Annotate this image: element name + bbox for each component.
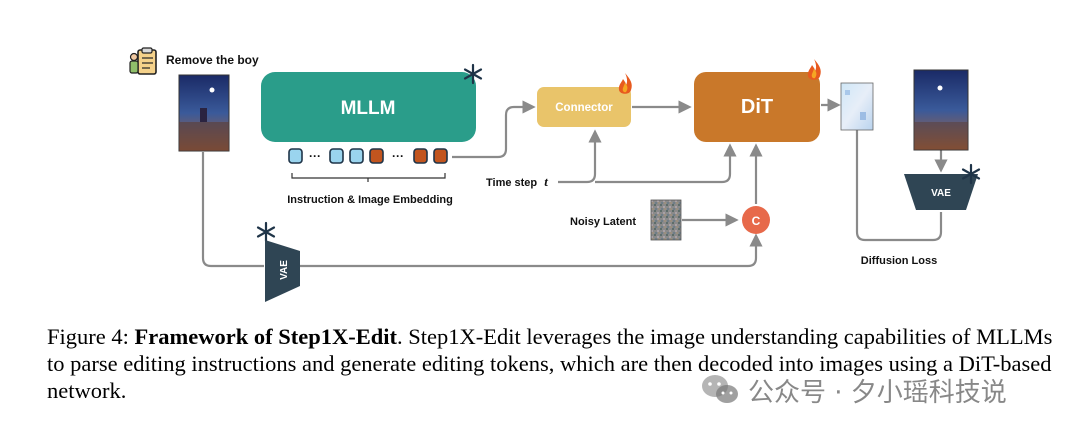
- diffusion-loss-label: Diffusion Loss: [861, 255, 937, 267]
- noisy-latent-image: [650, 199, 682, 241]
- concat-node: [742, 206, 770, 234]
- embedding-brace: [291, 173, 446, 179]
- time-step-text: Time step: [486, 177, 537, 189]
- embedding-label: Instruction & Image Embedding: [287, 194, 453, 206]
- dit-block: [694, 72, 820, 142]
- flame-icon: [618, 73, 632, 94]
- framework-diagram: Remove the boy MLLM ··· ··· Instruction …: [129, 47, 981, 302]
- noisy-latent-label: Noisy Latent: [570, 216, 636, 228]
- wechat-icon: [702, 375, 738, 403]
- watermark-text: 公众号 · 夕小瑶科技说: [748, 377, 1007, 408]
- token-image: [288, 148, 303, 164]
- target-image: [913, 69, 969, 151]
- token-text: [369, 148, 384, 164]
- snowflake-icon: [961, 163, 981, 185]
- time-step-label: Time step t: [486, 174, 548, 189]
- snowflake-icon: [256, 221, 276, 243]
- vae-left-label: VAE: [279, 260, 290, 280]
- caption-title: Framework of Step1X-Edit: [134, 324, 397, 349]
- dit-label: DiT: [741, 96, 773, 118]
- vae-encoder-left: [265, 240, 300, 302]
- flame-icon: [807, 59, 821, 80]
- input-image: [178, 74, 230, 152]
- token-text: [433, 148, 448, 164]
- vae-right-label: VAE: [931, 188, 951, 199]
- token-image: [329, 148, 344, 164]
- time-step-symbol: t: [544, 174, 548, 189]
- figure-caption: Figure 4: Framework of Step1X-Edit. Step…: [47, 323, 1057, 404]
- concat-label: C: [752, 214, 761, 228]
- vae-encoder-right: [904, 174, 978, 210]
- token-ellipsis: ···: [392, 149, 404, 163]
- instruction-text: Remove the boy: [166, 53, 259, 67]
- clipboard-person-icon: [129, 47, 157, 75]
- watermark: 公众号 · 夕小瑶科技说: [700, 372, 1060, 408]
- caption-body: . Step1X-Edit leverages the image unders…: [47, 324, 1053, 403]
- token-row: ··· ···: [288, 148, 448, 164]
- snowflake-icon: [463, 63, 483, 85]
- connector-label: Connector: [555, 102, 613, 114]
- mllm-block: [261, 72, 476, 142]
- token-text: [413, 148, 428, 164]
- caption-prefix: Figure 4:: [47, 324, 135, 349]
- connector-block: [537, 87, 631, 127]
- token-image: [349, 148, 364, 164]
- arrow-lines: [201, 98, 948, 268]
- token-ellipsis: ···: [309, 149, 321, 163]
- mllm-label: MLLM: [341, 98, 396, 119]
- output-image: [840, 82, 874, 131]
